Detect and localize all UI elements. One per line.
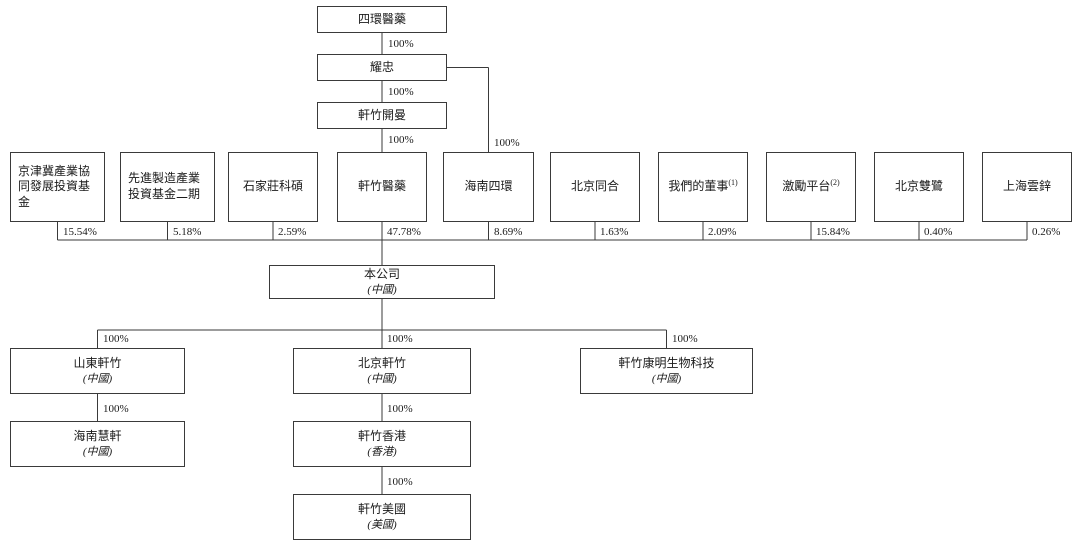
footnote-marker: (1)	[728, 178, 738, 188]
node-label: 先進製造產業 投資基金二期	[128, 171, 200, 202]
node-label-text: 我們的董事	[668, 179, 729, 194]
node-label-text: 海南四環	[464, 179, 513, 194]
node-our-directors: 我們的董事(1)	[658, 152, 748, 222]
node-beijing-shuanglu: 北京雙鷺	[874, 152, 964, 222]
node-label-text: 先進製造產業 投資基金二期	[128, 171, 201, 201]
node-shandong-xuanzhu: 山東軒竹 (中國)	[10, 348, 185, 394]
pct-our-directors: 2.09%	[708, 226, 737, 238]
node-label-text: 激勵平台	[782, 179, 831, 194]
node-hainan-sihuan: 海南四環	[443, 152, 534, 222]
node-xuanzhu-hongkong: 軒竹香港 (香港)	[293, 421, 471, 467]
footnote-marker: (2)	[830, 178, 840, 188]
pct-beijing-tonghe: 1.63%	[600, 226, 629, 238]
node-region: (中國)	[367, 373, 397, 386]
pct-yaozhong-to-cayman: 100%	[388, 86, 414, 98]
pct-sihuan-to-yaozhong: 100%	[388, 38, 414, 50]
node-xuanzhu-cayman: 軒竹開曼	[317, 102, 447, 129]
node-beijing-tonghe: 北京同合	[550, 152, 640, 222]
pct-company-to-shandong: 100%	[103, 333, 129, 345]
node-label: 我們的董事(1)	[668, 179, 737, 195]
node-region: (中國)	[82, 446, 113, 459]
node-label: 上海雲鋅	[1003, 179, 1051, 195]
node-label-text: 北京雙鷺	[894, 179, 943, 194]
pct-yaozhong-to-hainan-sihuan: 100%	[494, 137, 520, 149]
node-beijing-xuanzhu: 北京軒竹 (中國)	[293, 348, 471, 394]
node-xuanzhu-usa: 軒竹美國 (美國)	[293, 494, 471, 540]
node-label: 激勵平台(2)	[782, 179, 839, 195]
pct-shandong-to-hainan-huixuan: 100%	[103, 403, 129, 415]
pct-company-to-kangming: 100%	[672, 333, 698, 345]
node-region: (中國)	[651, 373, 682, 386]
node-label-text: 石家莊科碩	[242, 179, 303, 194]
node-label: 本公司	[363, 266, 400, 281]
pct-hainan-sihuan: 8.69%	[494, 226, 523, 238]
node-hainan-huixuan: 海南慧軒 (中國)	[10, 421, 185, 467]
node-incentive-platforms: 激勵平台(2)	[766, 152, 856, 222]
node-xuanzhu-pharma: 軒竹醫藥	[337, 152, 427, 222]
node-yaozhong: 耀忠	[317, 54, 447, 81]
node-jingjinji-fund: 京津冀產業協 同發展投資基 金	[10, 152, 105, 222]
node-label: 北京同合	[571, 179, 619, 195]
pct-hongkong-to-usa: 100%	[387, 476, 413, 488]
node-label: 軒竹美國	[357, 501, 406, 516]
pct-shanghai-yunxin: 0.26%	[1032, 226, 1061, 238]
node-label-text: 京津冀產業協 同發展投資基 金	[18, 163, 91, 209]
node-label: 海南慧軒	[73, 428, 122, 443]
node-label: 軒竹醫藥	[358, 179, 406, 195]
node-label-text: 北京同合	[570, 179, 619, 194]
node-label: 北京雙鷺	[895, 179, 943, 195]
node-label-text: 軒竹醫藥	[357, 179, 406, 194]
pct-xuanzhu-pharma: 47.78%	[387, 226, 421, 238]
pct-jingjinji-fund: 15.54%	[63, 226, 97, 238]
pct-beijing-shuanglu: 0.40%	[924, 226, 953, 238]
pct-shijiazhuang-keshuo: 2.59%	[278, 226, 307, 238]
pct-cayman-to-xuanzhu-pharma: 100%	[388, 134, 414, 146]
node-sihuan-pharma: 四環醫藥	[317, 6, 447, 33]
node-shijiazhuang-keshuo: 石家莊科碩	[228, 152, 318, 222]
node-label: 京津冀產業協 同發展投資基 金	[18, 164, 90, 211]
node-region: (中國)	[367, 284, 397, 297]
node-shanghai-yunxin: 上海雲鋅	[982, 152, 1072, 222]
node-label-text: 上海雲鋅	[1002, 179, 1051, 194]
node-label: 北京軒竹	[357, 355, 406, 370]
node-label: 軒竹康明生物科技	[618, 355, 715, 370]
pct-company-to-beijing-xuanzhu: 100%	[387, 333, 413, 345]
node-label: 海南四環	[464, 179, 512, 195]
pct-beijing-to-hongkong: 100%	[387, 403, 413, 415]
node-advanced-manufacturing-fund: 先進製造產業 投資基金二期	[120, 152, 215, 222]
node-label: 山東軒竹	[73, 355, 122, 370]
node-region: (中國)	[82, 373, 113, 386]
node-xuanzhu-kangming-biotech: 軒竹康明生物科技 (中國)	[580, 348, 753, 394]
node-the-company: 本公司 (中國)	[269, 265, 495, 299]
node-label: 石家莊科碩	[243, 179, 303, 195]
node-region: (美國)	[367, 519, 397, 532]
pct-advanced-manufacturing-fund: 5.18%	[173, 226, 202, 238]
node-region: (香港)	[367, 446, 397, 459]
node-label: 軒竹香港	[357, 428, 406, 443]
pct-incentive-platforms: 15.84%	[816, 226, 850, 238]
